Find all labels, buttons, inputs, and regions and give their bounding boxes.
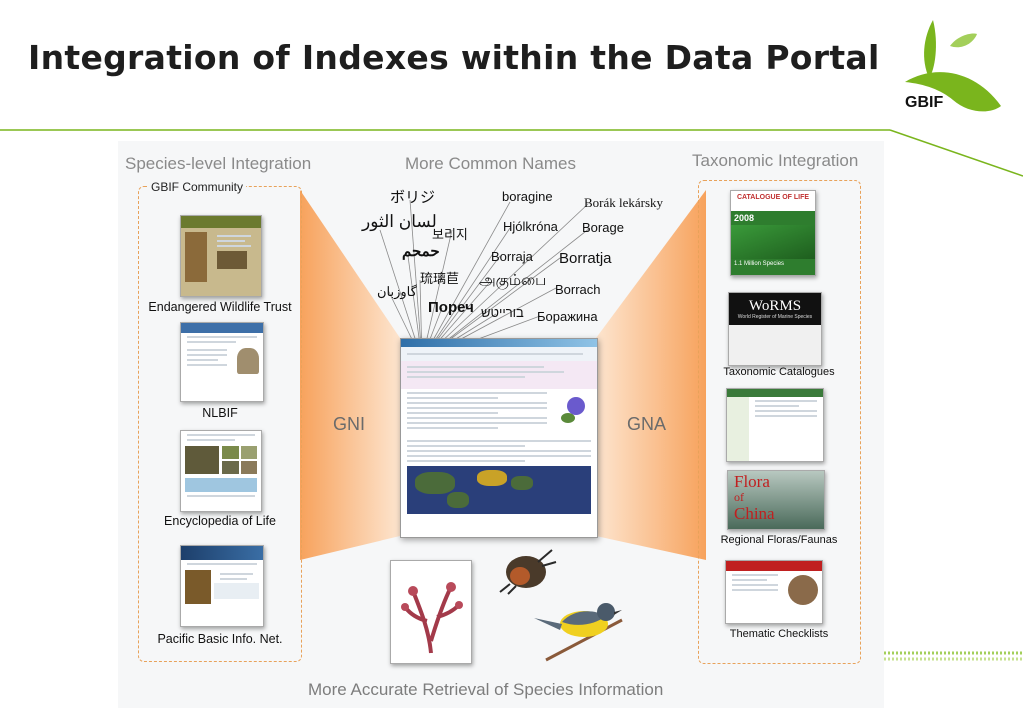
thematic-checklists-label: Thematic Checklists: [729, 628, 829, 640]
taxonomic-box: [698, 180, 861, 664]
common-name: لسان الثور: [362, 212, 437, 231]
common-name: Borratja: [559, 250, 612, 267]
common-name: گاوزبان: [377, 284, 417, 299]
accent-line: [0, 129, 1023, 177]
common-name: boragine: [502, 189, 553, 204]
herbarium-specimen: [390, 560, 472, 664]
ewt-label: Endangered Wildlife Trust: [148, 300, 292, 314]
common-name: 琉璃苣: [420, 271, 460, 286]
common-name: حمحم: [402, 243, 440, 260]
pbin-label: Pacific Basic Info. Net.: [157, 632, 283, 646]
col-title: CATALOGUE OF LIFE: [731, 191, 815, 211]
funnels: [300, 190, 706, 560]
gbif-community-label: GBIF Community: [148, 180, 247, 194]
common-names-heading: More Common Names: [405, 154, 576, 173]
common-name: Borrach: [555, 282, 601, 297]
col-sub: 1.1 Million Species: [734, 261, 785, 267]
common-name: Боражина: [537, 309, 598, 324]
china-word: China: [734, 504, 775, 523]
eol-label: Encyclopedia of Life: [164, 514, 276, 528]
regional-floras-label: Regional Floras/Faunas: [720, 534, 838, 546]
bottom-note: More Accurate Retrieval of Species Infor…: [308, 680, 664, 699]
nlbif-thumbnail[interactable]: [180, 322, 264, 402]
nlbif-label: NLBIF: [202, 406, 238, 420]
common-name: Borage: [582, 220, 624, 235]
thematic-checklists-thumbnail[interactable]: [725, 560, 823, 624]
taxonomic-heading: Taxonomic Integration: [692, 151, 859, 170]
common-name: ボリジ: [390, 189, 436, 206]
logo-text: GBIF: [905, 94, 944, 111]
ewt-thumbnail[interactable]: [180, 215, 262, 297]
common-name: Borák lekársky: [584, 195, 664, 210]
common-name: Hjólkróna: [503, 219, 558, 234]
gna-funnel: [596, 190, 706, 560]
taxonomic-catalogues-label: Taxonomic Catalogues: [723, 366, 835, 378]
common-name: அகும்பை: [479, 272, 547, 289]
eol-thumbnail[interactable]: [180, 430, 262, 512]
species-level-heading: Species-level Integration: [125, 154, 312, 173]
flora-of-china-thumbnail[interactable]: Flora of China: [727, 470, 825, 530]
of-word: of: [734, 490, 744, 504]
data-portal-screenshot[interactable]: [400, 338, 598, 538]
worms-sub: World Register of Marine Species: [737, 313, 813, 320]
worms-thumbnail[interactable]: WoRMS World Register of Marine Species: [728, 292, 822, 366]
catalogue-of-life-thumbnail[interactable]: CATALOGUE OF LIFE 2008 1.1 Million Speci…: [730, 190, 816, 276]
common-name: 보리지: [432, 227, 468, 242]
common-name: Borraja: [491, 249, 533, 264]
common-name: Пореч: [428, 299, 474, 316]
pbin-thumbnail[interactable]: [180, 545, 264, 627]
accent-dots: [884, 651, 1023, 661]
gbif-logo: [895, 14, 1010, 124]
common-name: בורייטש: [481, 305, 524, 320]
flora-word: Flora: [734, 472, 770, 491]
gna-label: GNA: [627, 414, 667, 434]
beetle-icon: [499, 549, 557, 595]
seaweed-icon: [401, 582, 463, 654]
bird-icon: [534, 603, 623, 662]
gni-label: GNI: [333, 414, 366, 434]
col-year: 2008: [734, 213, 755, 223]
checklist-app-thumbnail[interactable]: [726, 388, 824, 462]
gni-funnel: [300, 190, 400, 560]
worms-title: WoRMS: [748, 297, 802, 314]
leaf-icon: [905, 20, 1001, 112]
slide-title: Integration of Indexes within the Data P…: [28, 38, 880, 77]
